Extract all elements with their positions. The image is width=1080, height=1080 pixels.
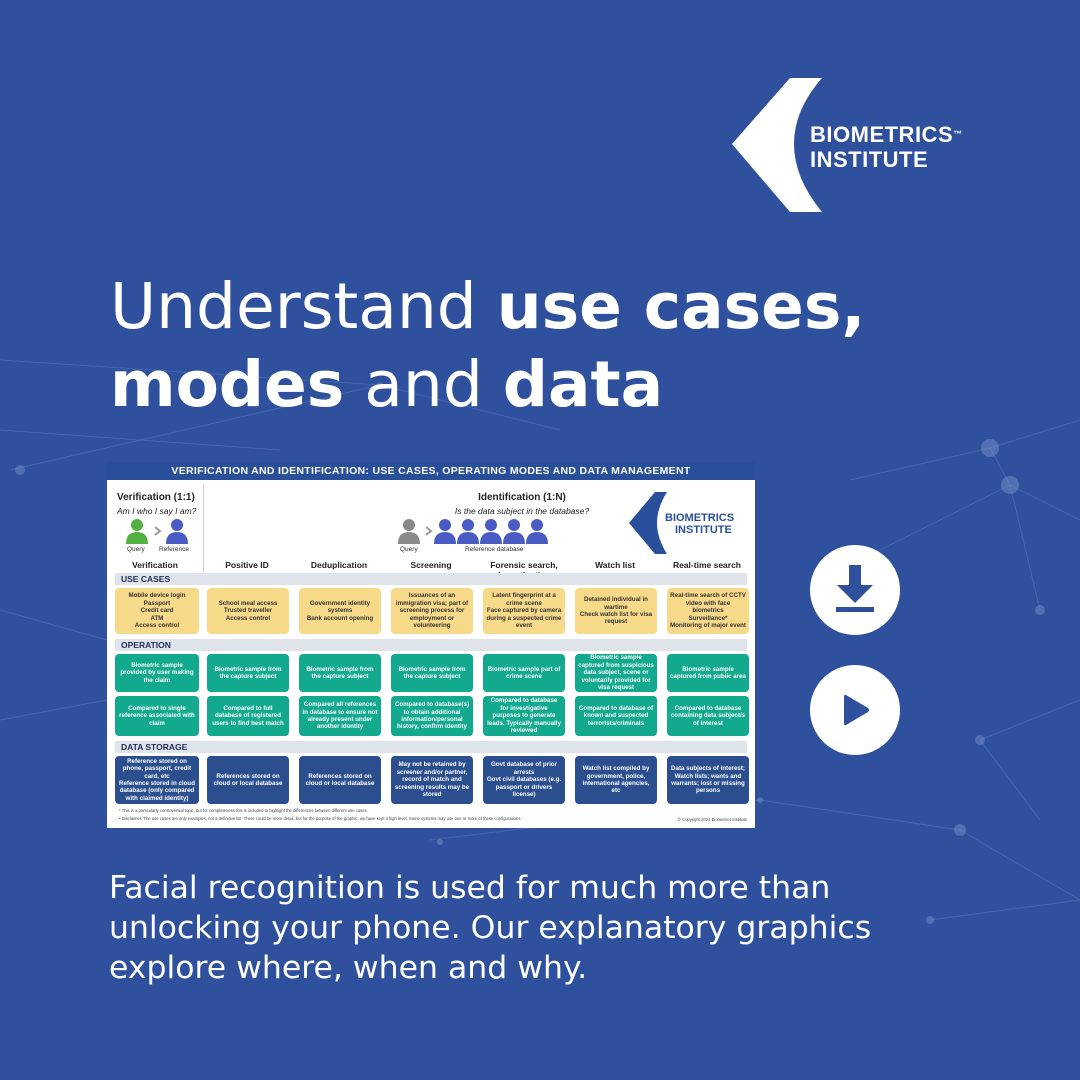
data-storage-card: Data subjects of interest; Watch lists; … [667, 756, 749, 804]
infographic-preview[interactable]: VERIFICATION AND IDENTIFICATION: USE CAS… [107, 462, 755, 828]
data-storage-card: Watch list compiled by government, polic… [575, 756, 657, 804]
verification-people-icon [126, 519, 188, 544]
operation-capture-card: Biometric sample captured from suspiciou… [575, 654, 657, 692]
logo-mark-icon [732, 78, 822, 212]
operation-capture-card: Biometric sample captured from public ar… [667, 654, 749, 692]
verification-question: Am I who I say I am? [117, 506, 197, 516]
mini-logo-mark-icon [629, 492, 667, 554]
operation-compare-card: Compared to database containing data sub… [667, 696, 749, 736]
column-screening: Screening [410, 560, 452, 570]
reference-label: Reference [159, 546, 189, 553]
operation-capture-card: Biometric sample provided by user making… [115, 654, 199, 692]
use-case-card: Issuances of an immigration visa; part o… [391, 588, 473, 634]
section-divider [203, 484, 204, 572]
query-label: Query [127, 546, 145, 553]
column-deduplication: Deduplication [310, 560, 368, 570]
data-storage-card: References stored on cloud or local data… [299, 756, 381, 804]
download-button[interactable] [810, 545, 900, 635]
operation-compare-card: Compared to database for investigative p… [483, 696, 565, 736]
data-storage-card: References stored on cloud or local data… [207, 756, 289, 804]
use-case-card: Real-time search of CCTV video with face… [667, 588, 749, 634]
use-case-card: School meal access Trusted traveller Acc… [207, 588, 289, 634]
identification-people-icon [398, 519, 548, 544]
biometrics-institute-logo: BIOMETRICS™ INSTITUTE [732, 78, 972, 212]
mini-logo-text: BIOMETRICS INSTITUTE [665, 512, 735, 536]
operation-capture-card: Biometric sample from the capture subjec… [391, 654, 473, 692]
identification-title: Identification (1:N) [478, 492, 566, 503]
operation-compare-card: Compared to full database of registered … [207, 696, 289, 736]
copyright: © Copyright 2024 Biometrics Institute [677, 817, 747, 822]
operation-compare-card: Compared to single reference associated … [115, 696, 199, 736]
operation-compare-card: Compared to database of known and suspec… [575, 696, 657, 736]
use-case-card: Latent fingerprint at a crime scene Face… [483, 588, 565, 634]
play-icon [844, 694, 869, 726]
use-case-card: Detained individual in wartime Check wat… [575, 588, 657, 634]
column-verification: Verification [132, 560, 178, 570]
identification-question: Is the data subject in the database? [454, 506, 590, 516]
operation-capture-card: Biometric sample from the capture subjec… [299, 654, 381, 692]
operation-compare-card: Compared all references in database to e… [299, 696, 381, 736]
use-cases-band: USE CASES [115, 573, 747, 585]
data-storage-card: Reference stored on phone, passport, cre… [115, 756, 199, 804]
verification-title: Verification (1:1) [117, 492, 195, 503]
footnote: * This is a particularly controversial t… [119, 808, 368, 813]
use-case-card: Mobile device login Passport Credit card… [115, 588, 199, 634]
data-storage-band: DATA STORAGE [115, 741, 747, 753]
operation-capture-card: Biometric sample part of crime scene [483, 654, 565, 692]
logo-text: BIOMETRICS™ INSTITUTE [810, 122, 963, 172]
reference-database-label: Reference database [465, 546, 524, 553]
download-icon [836, 565, 874, 612]
use-case-card: Government identity systems Bank account… [299, 588, 381, 634]
data-storage-card: May not be retained by screener and/or p… [391, 756, 473, 804]
identification-query-label: Query [400, 546, 418, 553]
column-real-time-search: Real-time search [672, 560, 742, 570]
operation-capture-card: Biometric sample from the capture subjec… [207, 654, 289, 692]
operation-compare-card: Compared to database(s) to obtain additi… [391, 696, 473, 736]
data-storage-card: Govt database of prior arrests Govt civi… [483, 756, 565, 804]
mini-logo: BIOMETRICS INSTITUTE [629, 492, 751, 554]
disclaimer: • Disclaimer: The use cases are only exa… [119, 816, 522, 821]
operation-band: OPERATION [115, 639, 747, 651]
column-watch-list: Watch list [595, 560, 635, 570]
infographic-title: VERIFICATION AND IDENTIFICATION: USE CAS… [107, 462, 755, 480]
column-positive-id: Positive ID [225, 560, 269, 570]
headline: Understand use cases, modes and data [110, 270, 866, 421]
description-text: Facial recognition is used for much more… [109, 870, 872, 986]
play-button[interactable] [810, 665, 900, 755]
